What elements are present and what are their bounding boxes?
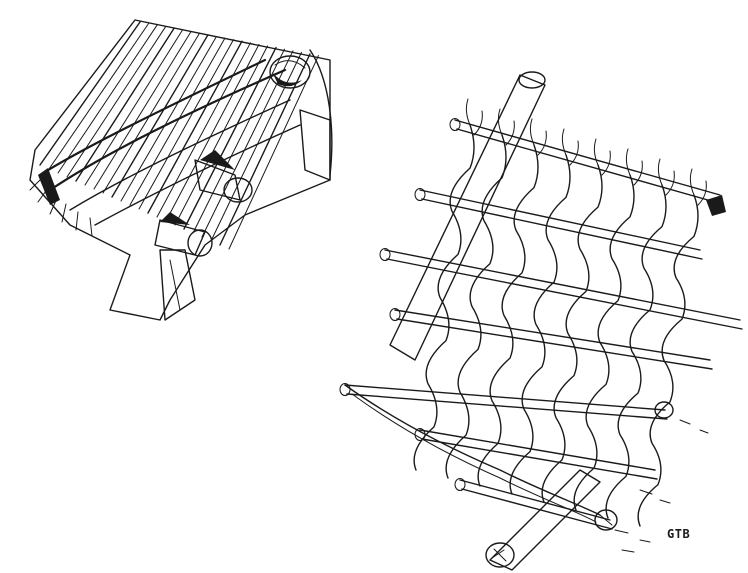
woven-branches bbox=[413, 98, 707, 527]
woven-grid-sketch bbox=[339, 71, 743, 571]
log-end-middle bbox=[194, 150, 253, 203]
artist-signature: GTB bbox=[667, 527, 691, 541]
log-end-bottom bbox=[154, 212, 213, 257]
bound-rod-deck-sketch bbox=[29, 19, 333, 321]
log-end-top bbox=[269, 55, 311, 89]
cross-poles bbox=[339, 118, 743, 530]
